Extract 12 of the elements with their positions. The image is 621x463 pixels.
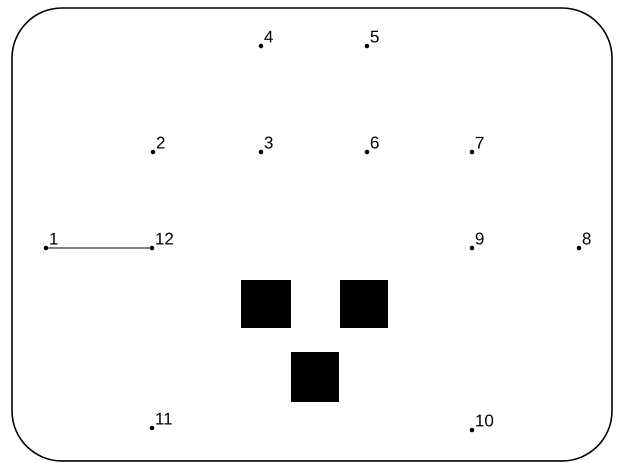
node-label: 6 [370,136,379,149]
node-label: 10 [476,414,494,427]
node-label: 3 [264,136,273,149]
node-label: 1 [50,232,58,245]
node-label: 5 [370,30,379,43]
node-label: 12 [156,232,173,245]
node-label: 7 [476,136,484,149]
node-label: 4 [264,30,273,43]
node-label: 9 [476,232,484,245]
node-label: 11 [156,412,172,425]
node-label: 8 [582,232,591,245]
node-label: 2 [156,136,165,149]
